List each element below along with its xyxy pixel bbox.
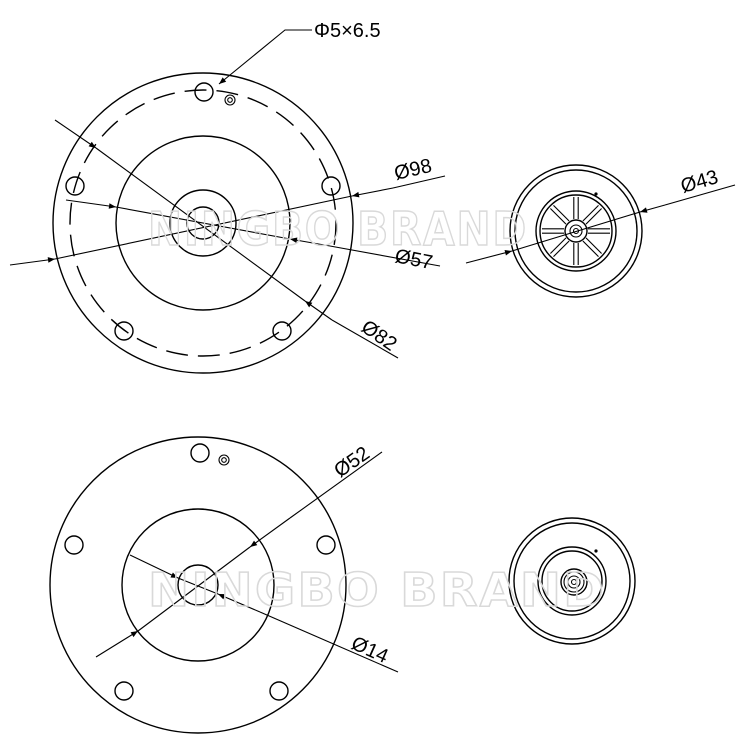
dim-14-line <box>177 577 219 595</box>
bolt-hole <box>272 321 292 341</box>
hub-ring <box>563 571 585 593</box>
dim-43-arrow-left <box>465 250 513 264</box>
dim-82-label: Ø82 <box>357 316 401 356</box>
dim-52-label: Ø52 <box>330 442 374 482</box>
dim-14-arrow-right <box>217 593 261 613</box>
small-pin-outer <box>218 454 230 466</box>
bolt-hole <box>65 176 85 196</box>
leader-hole <box>218 29 312 85</box>
dim-52-arrow-right <box>249 517 291 548</box>
hub-outer <box>560 568 588 596</box>
disc-boss-inner <box>541 550 603 612</box>
dim-98-arrow-left <box>9 257 56 266</box>
dim-52-arrow-left <box>95 630 139 658</box>
dim-52-line <box>137 546 251 632</box>
small-pin-outer <box>224 94 236 106</box>
dim-82-ext <box>331 319 399 359</box>
disc-outer <box>508 517 636 645</box>
dim-14-ext <box>259 611 399 673</box>
disc-rim <box>513 522 631 640</box>
disc-rib-edge <box>585 208 602 225</box>
bolt-hole <box>321 176 341 196</box>
marker-dot <box>594 549 598 553</box>
bolt-hole <box>269 681 289 701</box>
disc-ribs <box>542 197 610 265</box>
bolt-hole <box>114 321 134 341</box>
dim-82-arrow-left <box>54 119 97 149</box>
dim-hole-label: Φ5×6.5 <box>314 20 381 42</box>
hub-outer <box>564 219 588 243</box>
bolt-hole <box>64 535 84 555</box>
dim-98-ext <box>392 175 446 189</box>
disc-boss-outer <box>535 190 617 272</box>
disc-rib-edge <box>582 205 599 222</box>
watermark-bottom: NINGBO BRAND <box>148 563 606 617</box>
dim-43-arrow-right <box>639 204 666 213</box>
top-right-view: Ø43 <box>465 164 736 298</box>
dim-98-line <box>54 195 353 260</box>
dim-57-arrow-right <box>289 237 331 247</box>
bottom-right-view <box>508 517 636 645</box>
dim-82-line <box>95 147 306 302</box>
bolt-hole <box>190 443 210 463</box>
small-pin-inner <box>227 97 233 103</box>
outer-circle-98 <box>52 72 354 374</box>
small-pin-inner <box>221 457 227 463</box>
disc-rib-edge <box>553 240 570 257</box>
watermark-top: NINGBO BRAND <box>148 202 528 256</box>
bolt-circle-82 <box>69 89 337 357</box>
dim-57-line <box>115 206 291 240</box>
disc-rim <box>514 169 638 293</box>
dim-43-label: Ø43 <box>678 166 720 198</box>
center-boss <box>169 189 237 257</box>
top-left-view: Φ5×6.5 Ø98 Ø57 Ø82 <box>9 20 446 374</box>
dim-98-arrow-right <box>351 187 394 198</box>
bolt-hole <box>316 535 336 555</box>
dim-82-arrow-right <box>304 300 333 321</box>
dim-57-arrow-left <box>65 199 117 209</box>
hub-mid <box>567 575 581 589</box>
bolt-hole <box>194 82 214 102</box>
disc-rib-edge <box>553 205 570 222</box>
disc-boss-inner <box>539 194 613 268</box>
dim-57-ext <box>329 245 441 267</box>
dim-14-label: Ø14 <box>348 632 391 667</box>
dim-43-line <box>511 211 641 252</box>
disc-outer <box>509 164 643 298</box>
center-hole-14 <box>177 564 219 606</box>
hub-inner <box>570 578 578 586</box>
disc-rib-edge <box>550 237 567 254</box>
dim-14-arrow-left <box>129 554 179 579</box>
disc-rib-edge <box>582 240 599 257</box>
hub-mid <box>569 224 583 238</box>
outer-circle <box>49 436 347 734</box>
inner-circle-52 <box>121 508 275 662</box>
dim-43-ext <box>664 184 736 206</box>
center-hole <box>186 206 220 240</box>
disc-rib-edge <box>585 237 602 254</box>
bolt-hole <box>114 681 134 701</box>
disc-boss-outer <box>537 546 607 616</box>
marker-dot <box>594 192 598 196</box>
disc-rib-edge <box>550 208 567 225</box>
dim-52-ext <box>289 451 383 519</box>
inner-circle-57 <box>115 135 291 311</box>
